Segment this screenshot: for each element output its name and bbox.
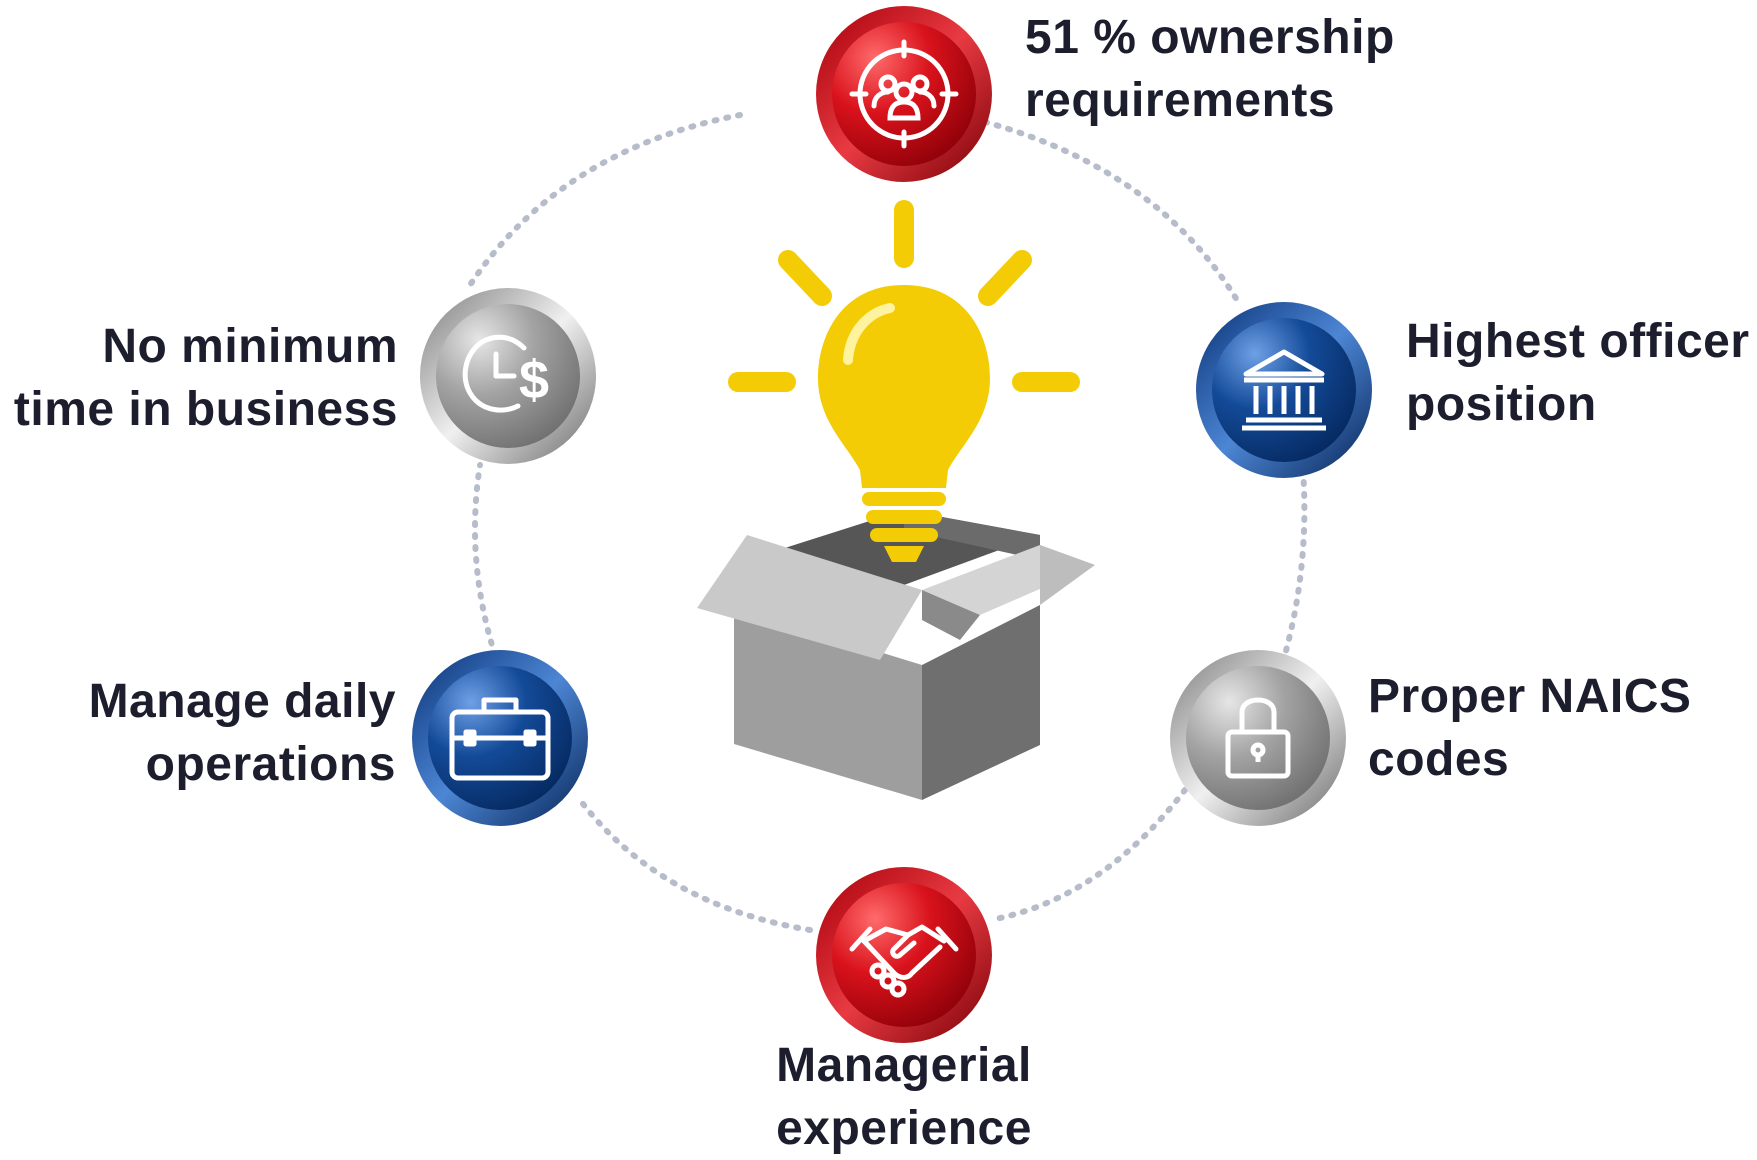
handshake-icon (849, 924, 959, 998)
naics-label-line-2: codes (1368, 733, 1510, 786)
officer-label: Highest officer position (1406, 310, 1750, 436)
operations-label: Manage daily operations (40, 670, 396, 796)
time-label: No minimum time in business (10, 315, 398, 441)
lock-icon (1225, 697, 1291, 779)
time-node: $ (420, 288, 596, 464)
clock-dollar-icon: $ (462, 334, 549, 413)
svg-text:$: $ (519, 350, 549, 410)
naics-node (1170, 650, 1346, 826)
experience-label-line-1: Managerial (776, 1039, 1032, 1092)
officer-node (1196, 302, 1372, 478)
experience-node (816, 867, 992, 1043)
officer-label-line-1: Highest officer (1406, 315, 1750, 368)
experience-label-line-2: experience (776, 1102, 1032, 1155)
briefcase-icon (449, 697, 551, 781)
ownership-label-line-2: requirements (1025, 74, 1336, 127)
operations-label-line-1: Manage daily (88, 675, 396, 728)
ownership-label-line-1: 51 % ownership (1025, 11, 1395, 64)
dotted-ring (467, 112, 1308, 933)
time-label-line-1: No minimum (102, 320, 398, 373)
ownership-label: 51 % ownership requirements (1025, 6, 1395, 132)
officer-label-line-2: position (1406, 378, 1597, 431)
lightbulb-in-box-icon (697, 200, 1095, 800)
operations-node (412, 650, 588, 826)
operations-label-line-2: operations (145, 738, 396, 791)
time-label-line-2: time in business (13, 383, 398, 436)
bank-building-icon (1242, 349, 1326, 431)
naics-label-line-1: Proper NAICS (1368, 670, 1692, 723)
naics-label: Proper NAICS codes (1368, 665, 1691, 791)
ownership-node (816, 6, 992, 182)
experience-label: Managerial experience (704, 1034, 1104, 1160)
team-target-icon (849, 39, 959, 149)
